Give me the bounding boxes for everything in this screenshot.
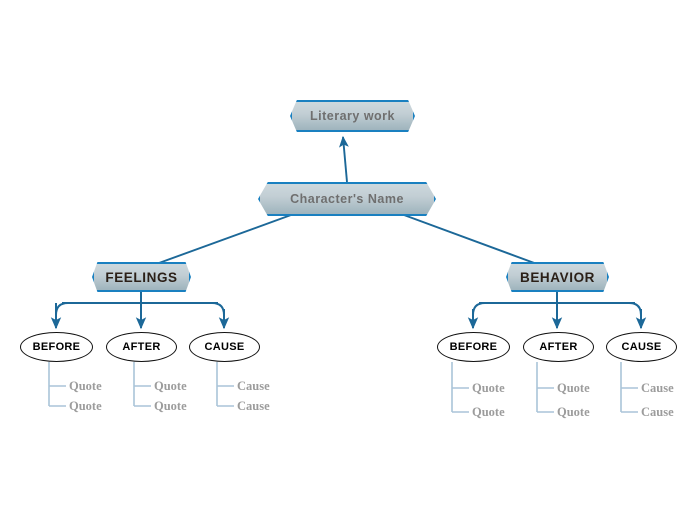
node-feelings-label: FEELINGS	[105, 269, 178, 285]
node-literary-work[interactable]: Literary work	[290, 100, 415, 132]
subedge-behavior-before	[451, 362, 469, 413]
sublabel-feelings-before-2[interactable]: Quote	[69, 399, 102, 413]
subedge-behavior-after	[536, 362, 554, 413]
node-behavior[interactable]: BEHAVIOR	[506, 262, 609, 292]
sublabel-feelings-before-1[interactable]: Quote	[69, 379, 102, 393]
node-feelings-before[interactable]: BEFORE	[20, 332, 93, 362]
subedge-feelings-before	[48, 362, 66, 407]
node-behavior-label: BEHAVIOR	[519, 269, 596, 285]
subedge-feelings-after	[133, 362, 151, 407]
sublabel-behavior-after-2[interactable]: Quote	[557, 405, 590, 419]
node-characters-name-label: Character's Name	[290, 192, 404, 206]
edge-behavior-corner-left	[472, 302, 486, 316]
node-behavior-cause[interactable]: CAUSE	[606, 332, 677, 362]
sublabel-feelings-after-1[interactable]: Quote	[154, 379, 187, 393]
sublabel-behavior-before-2[interactable]: Quote	[472, 405, 505, 419]
node-feelings-after-label: AFTER	[122, 341, 161, 353]
edge-feelings-corner-right	[211, 302, 225, 316]
sublabel-feelings-after-2[interactable]: Quote	[154, 399, 187, 413]
node-behavior-before-label: BEFORE	[449, 341, 498, 353]
sublabel-behavior-cause-1[interactable]: Cause	[641, 381, 674, 395]
node-feelings-cause[interactable]: CAUSE	[189, 332, 260, 362]
node-characters-name[interactable]: Character's Name	[258, 182, 436, 216]
node-feelings-cause-label: CAUSE	[204, 341, 245, 353]
edge-feelings-corner-left	[55, 302, 69, 316]
node-behavior-after-label: AFTER	[539, 341, 578, 353]
node-feelings-after[interactable]: AFTER	[106, 332, 177, 362]
sublabel-behavior-before-1[interactable]: Quote	[472, 381, 505, 395]
node-behavior-after[interactable]: AFTER	[523, 332, 594, 362]
subedge-feelings-cause	[216, 362, 234, 407]
edge-behavior-corner-right	[628, 302, 642, 316]
subedge-behavior-cause	[620, 362, 638, 413]
node-behavior-cause-label: CAUSE	[621, 341, 662, 353]
node-literary-work-label: Literary work	[309, 109, 395, 123]
node-feelings[interactable]: FEELINGS	[92, 262, 191, 292]
sublabel-behavior-cause-2[interactable]: Cause	[641, 405, 674, 419]
sublabel-behavior-after-1[interactable]: Quote	[557, 381, 590, 395]
edge-root-to-literary-work	[338, 135, 349, 183]
node-feelings-before-label: BEFORE	[32, 341, 81, 353]
sublabel-feelings-cause-2[interactable]: Cause	[237, 399, 270, 413]
node-behavior-before[interactable]: BEFORE	[437, 332, 510, 362]
sublabel-feelings-cause-1[interactable]: Cause	[237, 379, 270, 393]
